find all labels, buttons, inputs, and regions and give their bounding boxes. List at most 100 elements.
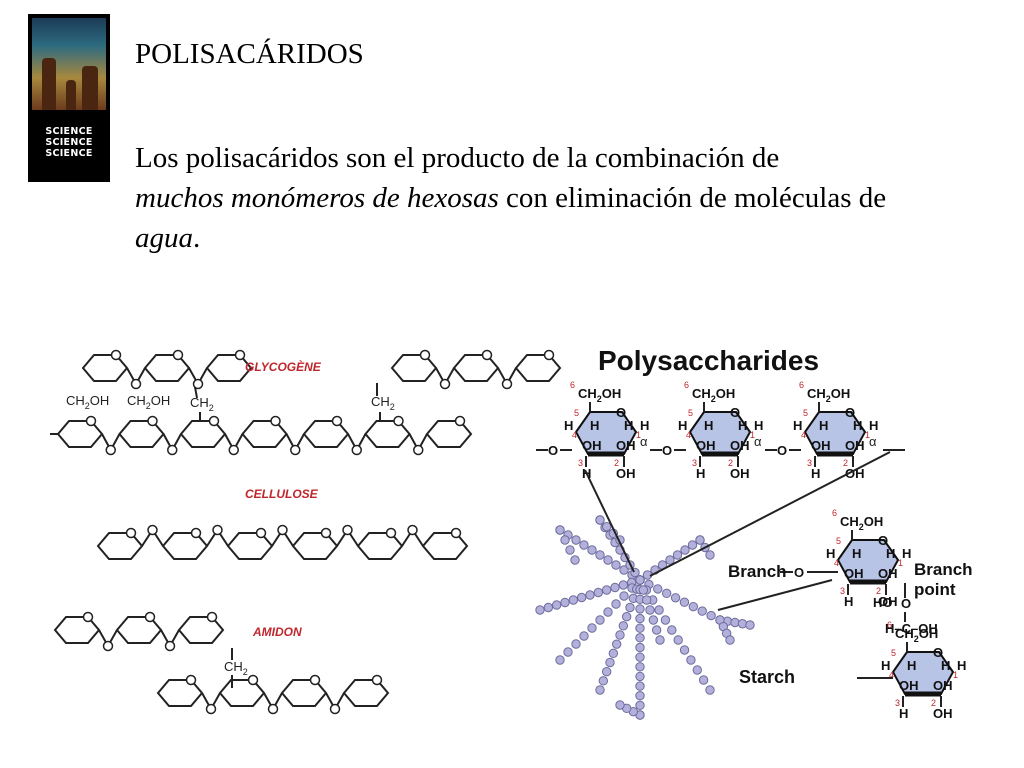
ring-oxygen-label: O: [878, 533, 888, 548]
alpha-label: α: [640, 434, 648, 449]
granule-bead: [571, 535, 581, 545]
granule-bead: [725, 635, 735, 645]
carbon-number: 1: [953, 670, 958, 680]
granule-bead: [595, 615, 605, 625]
hydrogen-label: H: [640, 418, 649, 433]
glycogen-ring: [205, 354, 253, 382]
linking-oxygen: [147, 524, 158, 536]
granule-bead: [645, 605, 655, 615]
alpha-label: α: [869, 434, 877, 449]
granule-bead: [638, 585, 649, 595]
hydrogen-label: H: [624, 418, 633, 433]
glycogen-ring: [425, 420, 473, 448]
carbon-number: 5: [891, 648, 896, 658]
granule-bead: [611, 639, 622, 649]
ring-oxygen: [144, 611, 156, 623]
body-text-2: con eliminación de moléculas de: [498, 182, 887, 214]
glycogen-ch2oh-2: CH2OH: [127, 393, 170, 411]
slide-body-text: Los polisacáridos son el producto de la …: [135, 138, 935, 258]
granule-bead: [692, 665, 702, 675]
linking-oxygen: [205, 703, 217, 715]
glycogen-ring: [179, 420, 227, 448]
cellulose-label: CELLULOSE: [245, 487, 319, 501]
hydroxyl-label: OH: [811, 438, 831, 453]
granule-bead: [635, 652, 645, 662]
granule-bead: [587, 545, 597, 555]
granule-bead: [698, 675, 709, 685]
granule-bead: [565, 545, 575, 555]
carbon-number: 4: [572, 430, 577, 440]
ch2oh-label: CH2OH: [807, 386, 850, 404]
linking-oxygen: [164, 640, 176, 652]
hydroxyl-label: OH: [933, 678, 953, 693]
glycogen-structure: GLYCOGÈNE CH2OH CH2OH CH2 CH2: [50, 349, 562, 456]
hydrogen-label: H: [853, 418, 862, 433]
glycogen-ch2-2: CH2: [371, 394, 395, 412]
body-text-1: Los polisacáridos son el producto de la …: [135, 142, 780, 174]
granule-bead: [603, 555, 613, 565]
glycogen-ch2-1: CH2: [190, 395, 214, 413]
starch-label: Starch: [739, 667, 795, 687]
linking-oxygen: [342, 524, 353, 536]
granule-bead: [618, 580, 629, 590]
granule-bead: [615, 630, 625, 640]
granule-bead: [571, 639, 581, 649]
linking-oxygen: [102, 640, 114, 652]
granule-bead: [560, 535, 570, 545]
hydroxyl-label: OH: [845, 466, 865, 481]
linking-oxygen: [212, 524, 223, 536]
carbon-number: 5: [803, 408, 808, 418]
granule-bead: [635, 681, 645, 691]
granule-bead: [654, 605, 664, 615]
ch2oh-label: CH2OH: [692, 386, 735, 404]
ring-oxygen: [125, 527, 137, 539]
cellulose-ring: [356, 532, 404, 560]
ring-oxygen: [110, 349, 122, 361]
linking-oxygen-label: O: [777, 443, 787, 458]
hydrogen-label: H: [704, 418, 713, 433]
granule-bead: [568, 595, 579, 605]
granule-bead: [555, 525, 565, 535]
ring-oxygen: [309, 674, 321, 686]
granule-bead: [670, 593, 681, 603]
granule-bead: [680, 545, 690, 555]
hydroxyl-label: OH: [844, 566, 864, 581]
granule-bead: [611, 560, 621, 570]
body-text-italic-1: muchos monómeros de hexosas: [135, 182, 499, 214]
cellulose-ring: [226, 532, 274, 560]
amidon-ring: [177, 616, 225, 644]
granule-bead: [563, 647, 573, 657]
granule-bead: [673, 635, 683, 645]
granule-bead: [618, 621, 629, 631]
granule-bead: [570, 555, 580, 565]
granule-bead: [608, 648, 619, 659]
granule-bead: [595, 685, 605, 695]
hydrogen-label: H: [590, 418, 599, 433]
nebula-image: [32, 18, 106, 110]
carbon-number: 2: [931, 698, 936, 708]
ring-oxygen-label: O: [933, 645, 943, 660]
carbon-number: 1: [636, 430, 641, 440]
amidon-label: AMIDON: [252, 625, 302, 639]
granule-bead: [595, 515, 605, 525]
granule-bead: [705, 685, 715, 695]
science-logo: SCIENCE SCIENCE SCIENCE: [28, 14, 110, 182]
granule-bead: [695, 535, 705, 545]
ring-oxygen: [82, 611, 94, 623]
amidon-ring: [218, 679, 266, 707]
granule-bead: [585, 590, 595, 600]
granule-bead: [598, 676, 609, 686]
amidon-ring: [342, 679, 390, 707]
linking-oxygen-label: O: [901, 596, 911, 611]
linking-oxygen: [501, 378, 513, 390]
linking-oxygen-label: O: [794, 565, 804, 580]
ring-oxygen: [331, 415, 343, 427]
granule-bead: [593, 587, 604, 598]
hydrogen-label: H: [899, 706, 908, 721]
granule-bead: [730, 617, 740, 628]
glycogen-ring: [81, 354, 129, 382]
carbon-number: 6: [570, 380, 575, 390]
body-text-3: .: [193, 222, 201, 254]
